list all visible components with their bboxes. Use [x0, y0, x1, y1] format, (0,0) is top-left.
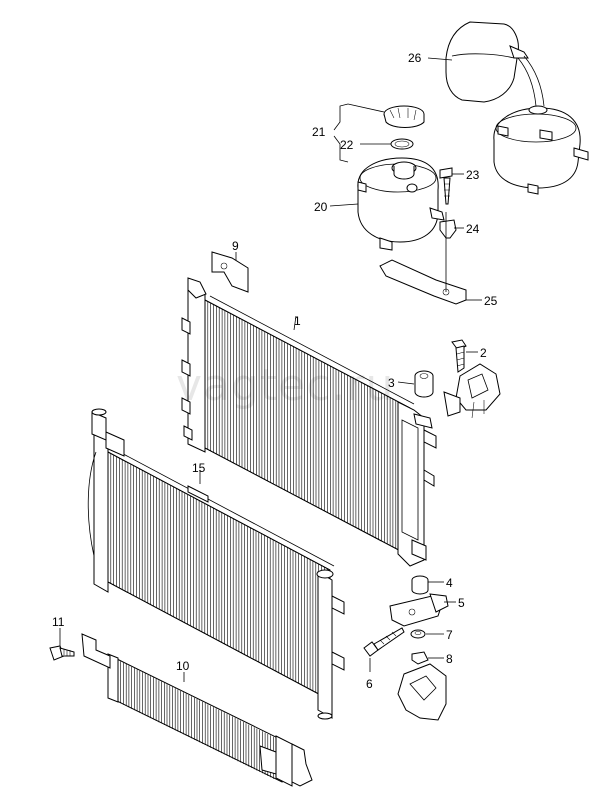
clip-part-24 — [439, 219, 457, 239]
callout-24: 24 — [466, 222, 480, 236]
grommet-part-3 — [414, 370, 434, 398]
callout-10: 10 — [176, 659, 190, 673]
callout-15: 15 — [192, 461, 206, 475]
callout-2: 2 — [480, 346, 487, 360]
radiator-fins — [207, 301, 408, 555]
lower-holder — [397, 663, 447, 721]
watermark: vagtec.ru — [176, 360, 394, 411]
callout-21: 21 — [312, 125, 326, 139]
nut-part-8 — [411, 651, 429, 665]
bracket-part-5 — [389, 593, 449, 627]
radiator-part-1 — [181, 251, 437, 567]
bolt-part-23 — [439, 167, 453, 205]
washer-part-7 — [410, 629, 426, 639]
cooler-fins — [120, 661, 274, 779]
callout-1: 1 — [294, 314, 301, 328]
cap-part-21 — [383, 105, 425, 129]
clip-part-2 — [451, 339, 467, 373]
callout-9: 9 — [232, 239, 239, 253]
bolt-part-11 — [49, 645, 75, 661]
mount-part-4 — [411, 575, 429, 595]
callout-4: 4 — [446, 576, 453, 590]
expansion-tank-part-26 — [445, 21, 589, 195]
bolt-part-6 — [363, 627, 405, 657]
callout-labels: 26 21 22 20 23 24 25 9 1 2 3 15 4 5 7 8 … — [52, 51, 498, 691]
leader-lines — [59, 57, 482, 682]
condenser-fins — [110, 453, 328, 699]
condenser-part-15 — [87, 408, 345, 720]
o-ring-part-22 — [390, 138, 414, 150]
callout-25: 25 — [484, 294, 498, 308]
expansion-tank-part-20 — [357, 157, 445, 251]
callout-7: 7 — [446, 628, 453, 642]
callout-22: 22 — [340, 138, 354, 152]
callout-11: 11 — [52, 615, 65, 629]
air-guide — [443, 363, 501, 419]
callout-5: 5 — [458, 596, 465, 610]
callout-6: 6 — [366, 677, 373, 691]
callout-8: 8 — [446, 652, 453, 666]
callout-20: 20 — [314, 200, 328, 214]
oil-cooler-part-10 — [81, 633, 313, 787]
callout-23: 23 — [466, 168, 480, 182]
callout-3: 3 — [388, 376, 395, 390]
bracket-part-9 — [211, 251, 249, 293]
callout-26: 26 — [408, 51, 422, 65]
